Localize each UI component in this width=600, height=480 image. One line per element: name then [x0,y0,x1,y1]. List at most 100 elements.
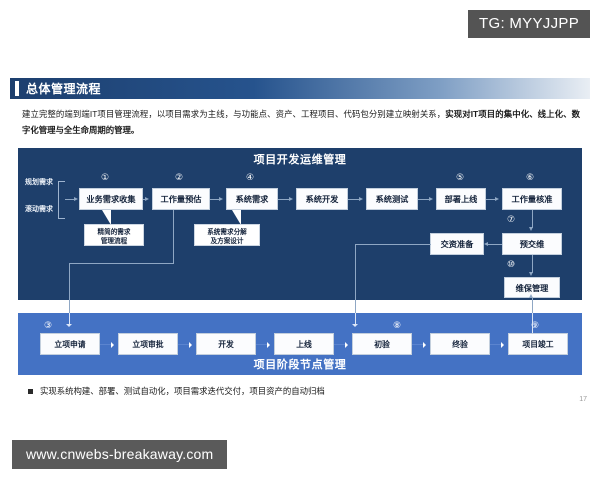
line-6-to-7 [532,210,533,228]
step-number-2: ② [175,172,184,182]
callout-lean-demand-process: 精简的需求 管理流程 [84,224,144,246]
bottom-panel-title: 项目阶段节点管理 [253,359,347,371]
slide-header-bar: 总体管理流程 [10,78,590,99]
footer-url-watermark: www.cnwebs-breakaway.com [12,440,228,469]
bullet-square-icon [28,389,33,394]
side-label-rolling-demand: 滚动需求 [25,206,53,213]
arrow-test-to-deploy-icon [429,196,433,201]
line-9-to-10-vert [532,298,533,300]
line-handover-to-8-vert [355,244,356,300]
demand-brace [58,181,65,219]
arrow-into-8-icon [352,324,359,330]
step-number-6: ⑥ [526,172,535,182]
arrow-dev-to-online-icon [267,341,273,348]
step-number-4: ④ [246,172,255,182]
line-initial-to-final-check [412,344,424,345]
arrow-dev-to-test-icon [359,196,363,201]
arrow-2-to-4-icon [219,196,223,201]
line-1-to-2 [143,199,146,200]
intro-normal-text: 建立完整的端到端IT项目管理流程，以项目需求为主线，与功能点、资产、工程项目、代… [22,109,446,119]
callout-sysreq-decomposition: 系统需求分解 及方案设计 [194,224,260,246]
node-initial-acceptance[interactable]: 初验 [352,333,412,355]
intro-bold-text: 实现对IT项目的集中化、线上化、数字化管理与全生命周期的管理。 [22,109,580,135]
arrow-9-to-10-icon [529,294,534,298]
callout-1-line1: 精简的需求 [97,229,131,236]
node-business-demand-collection[interactable]: 业务需求收集 [79,188,143,210]
line-9-up [532,313,533,333]
project-dev-ops-panel: 项目开发运维管理 规划需求 滚动需求 ① 业务需求收集 ② 工作量预估 ④ 系统… [18,148,582,300]
project-stage-node-panel: 项目阶段节点管理 ③ 立项申请 立项审批 开发 上线 ⑧ 初验 终验 ⑨ 项目竣… [18,313,582,375]
line-handover-to-8-horiz [355,244,431,245]
line-4-to-dev [278,199,290,200]
node-development[interactable]: 开发 [196,333,256,355]
gap-line-9-to-10 [532,300,533,313]
line-into-3 [69,313,70,325]
node-go-live[interactable]: 上线 [274,333,334,355]
callout-2-tail-icon [232,210,241,225]
side-label-planning-demand: 规划需求 [25,179,53,186]
brace-arrow-icon [74,196,78,201]
line-online-to-initial-check [334,344,346,345]
step-number-3: ③ [44,320,53,330]
intro-paragraph: 建立完整的端到端IT项目管理流程，以项目需求为主线，与功能点、资产、工程项目、代… [22,106,580,138]
arrow-7-to-handover-prep-icon [484,241,488,246]
node-system-development[interactable]: 系统开发 [296,188,348,210]
line-drop-to-3-vert [69,263,70,300]
arrow-online-to-initial-check-icon [345,341,351,348]
line-2-down-to-join [173,210,174,264]
line-7-to-10 [532,255,533,273]
arrow-7-to-10-icon [529,272,534,276]
line-drop-to-3-horiz [69,263,173,264]
line-dev-to-online [256,344,268,345]
arrow-approval-to-dev-icon [189,341,195,348]
node-project-application[interactable]: 立项申请 [40,333,100,355]
line-3-to-approval [100,344,112,345]
callout-1-tail-icon [102,210,111,225]
brace-stem [65,199,74,200]
top-panel-title: 项目开发运维管理 [253,154,347,166]
gap-line-to-3 [69,300,70,313]
arrow-3-to-approval-icon [111,341,117,348]
node-pre-maintenance-handover[interactable]: 预交维 [502,233,562,255]
node-final-acceptance[interactable]: 终验 [430,333,490,355]
page-title: 总体管理流程 [26,82,102,96]
step-number-1: ① [101,172,110,182]
node-system-testing[interactable]: 系统测试 [366,188,418,210]
callout-2-line1: 系统需求分解 [207,229,247,236]
bullet-text: 实现系统构建、部署、测试自动化，项目需求迭代交付，项目资产的自动归档 [40,386,325,396]
arrow-initial-to-final-check-icon [423,341,429,348]
arrow-deploy-to-approve-icon [495,196,499,201]
node-workload-estimation[interactable]: 工作量预估 [152,188,210,210]
arrow-1-to-2-icon [145,196,149,201]
callout-1-line2: 管理流程 [100,238,128,245]
line-into-8 [355,313,356,325]
node-deploy-online[interactable]: 部署上线 [436,188,486,210]
arrow-6-to-7-icon [529,227,534,231]
step-number-7: ⑦ [507,214,516,224]
line-test-to-deploy [418,199,430,200]
arrow-final-to-completion-icon [501,341,507,348]
node-project-approval[interactable]: 立项审批 [118,333,178,355]
tg-watermark-tag: TG: MYYJJPP [468,10,590,38]
line-deploy-to-approve [486,199,496,200]
bullet-row: 实现系统构建、部署、测试自动化，项目需求迭代交付，项目资产的自动归档 [28,385,568,397]
line-7-to-handover-prep [488,244,502,245]
callout-2-line2: 及方案设计 [210,238,244,245]
line-final-to-completion [490,344,502,345]
line-dev-to-test [348,199,360,200]
node-system-requirement[interactable]: 系统需求 [226,188,278,210]
step-number-8: ⑧ [393,320,402,330]
node-project-completion[interactable]: 项目竣工 [508,333,568,355]
arrow-into-3-icon [66,324,73,330]
line-approval-to-dev [178,344,190,345]
header-accent-bar [15,81,19,96]
step-number-10: ⑩ [507,259,516,269]
page-number: 17 [579,396,587,403]
node-workload-approval[interactable]: 工作量核准 [502,188,562,210]
step-number-5: ⑤ [456,172,465,182]
arrow-4-to-dev-icon [289,196,293,201]
node-handover-preparation[interactable]: 交资准备 [430,233,484,255]
gap-line-to-8 [355,300,356,313]
line-2-to-4 [210,199,220,200]
step-number-9: ⑨ [531,320,540,330]
